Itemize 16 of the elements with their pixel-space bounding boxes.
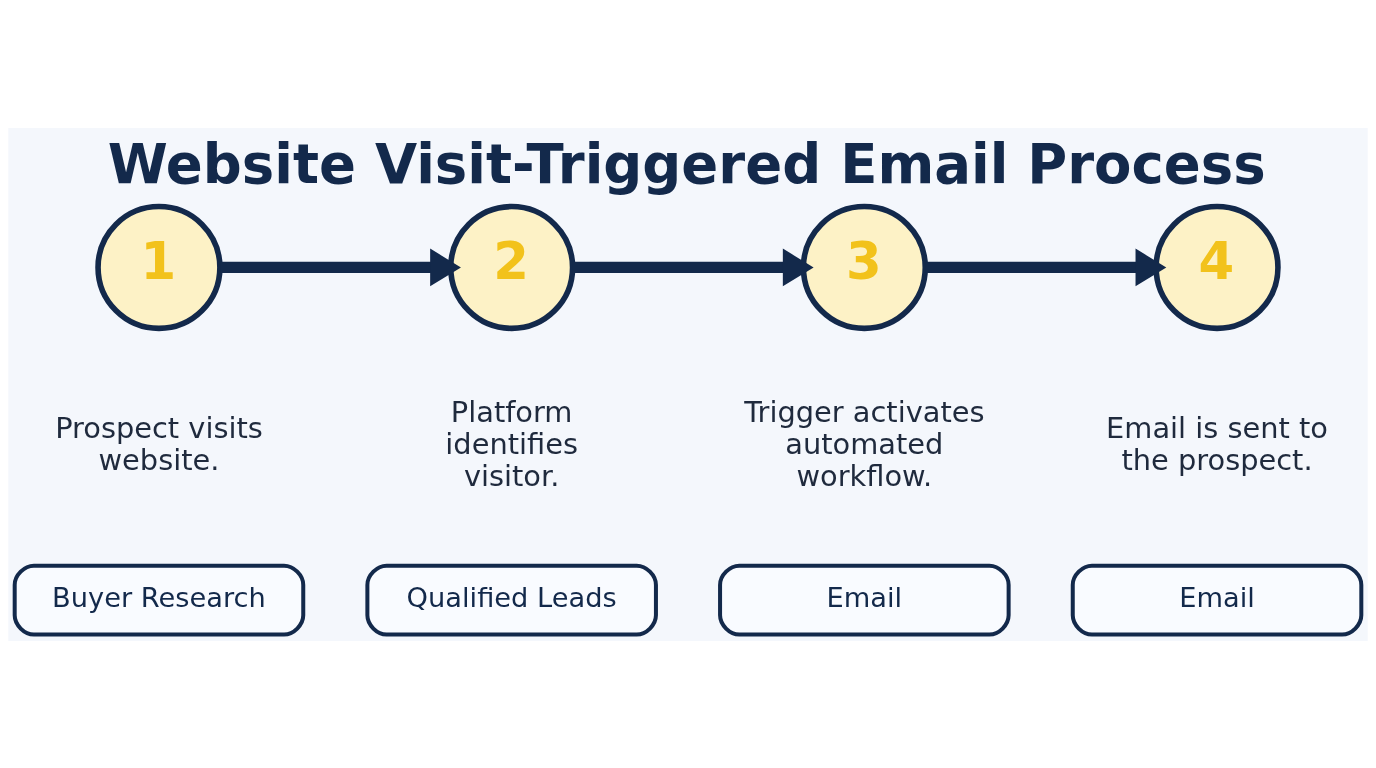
arrow [572,248,814,286]
node-label: Email is sent to the prospect. [1106,410,1328,477]
node-label: Prospect visits website. [55,410,263,477]
node-label: Trigger activates automated workflow. [744,394,985,493]
node-box: Buyer Research [12,563,306,637]
diagram-title: Website Visit-Triggered Email Process [107,131,1266,196]
node-circle: 1 [95,203,223,331]
arrow [925,248,1167,286]
node-circle: 2 [447,203,576,331]
node-circle: 4 [1153,203,1281,331]
node-label: Platform identifies visitor. [445,394,578,493]
node-box: Email [718,563,1011,637]
node-box: Qualified Leads [365,563,658,637]
node-circle: 3 [800,203,929,331]
arrow [220,248,461,286]
node-box: Email [1070,563,1364,637]
